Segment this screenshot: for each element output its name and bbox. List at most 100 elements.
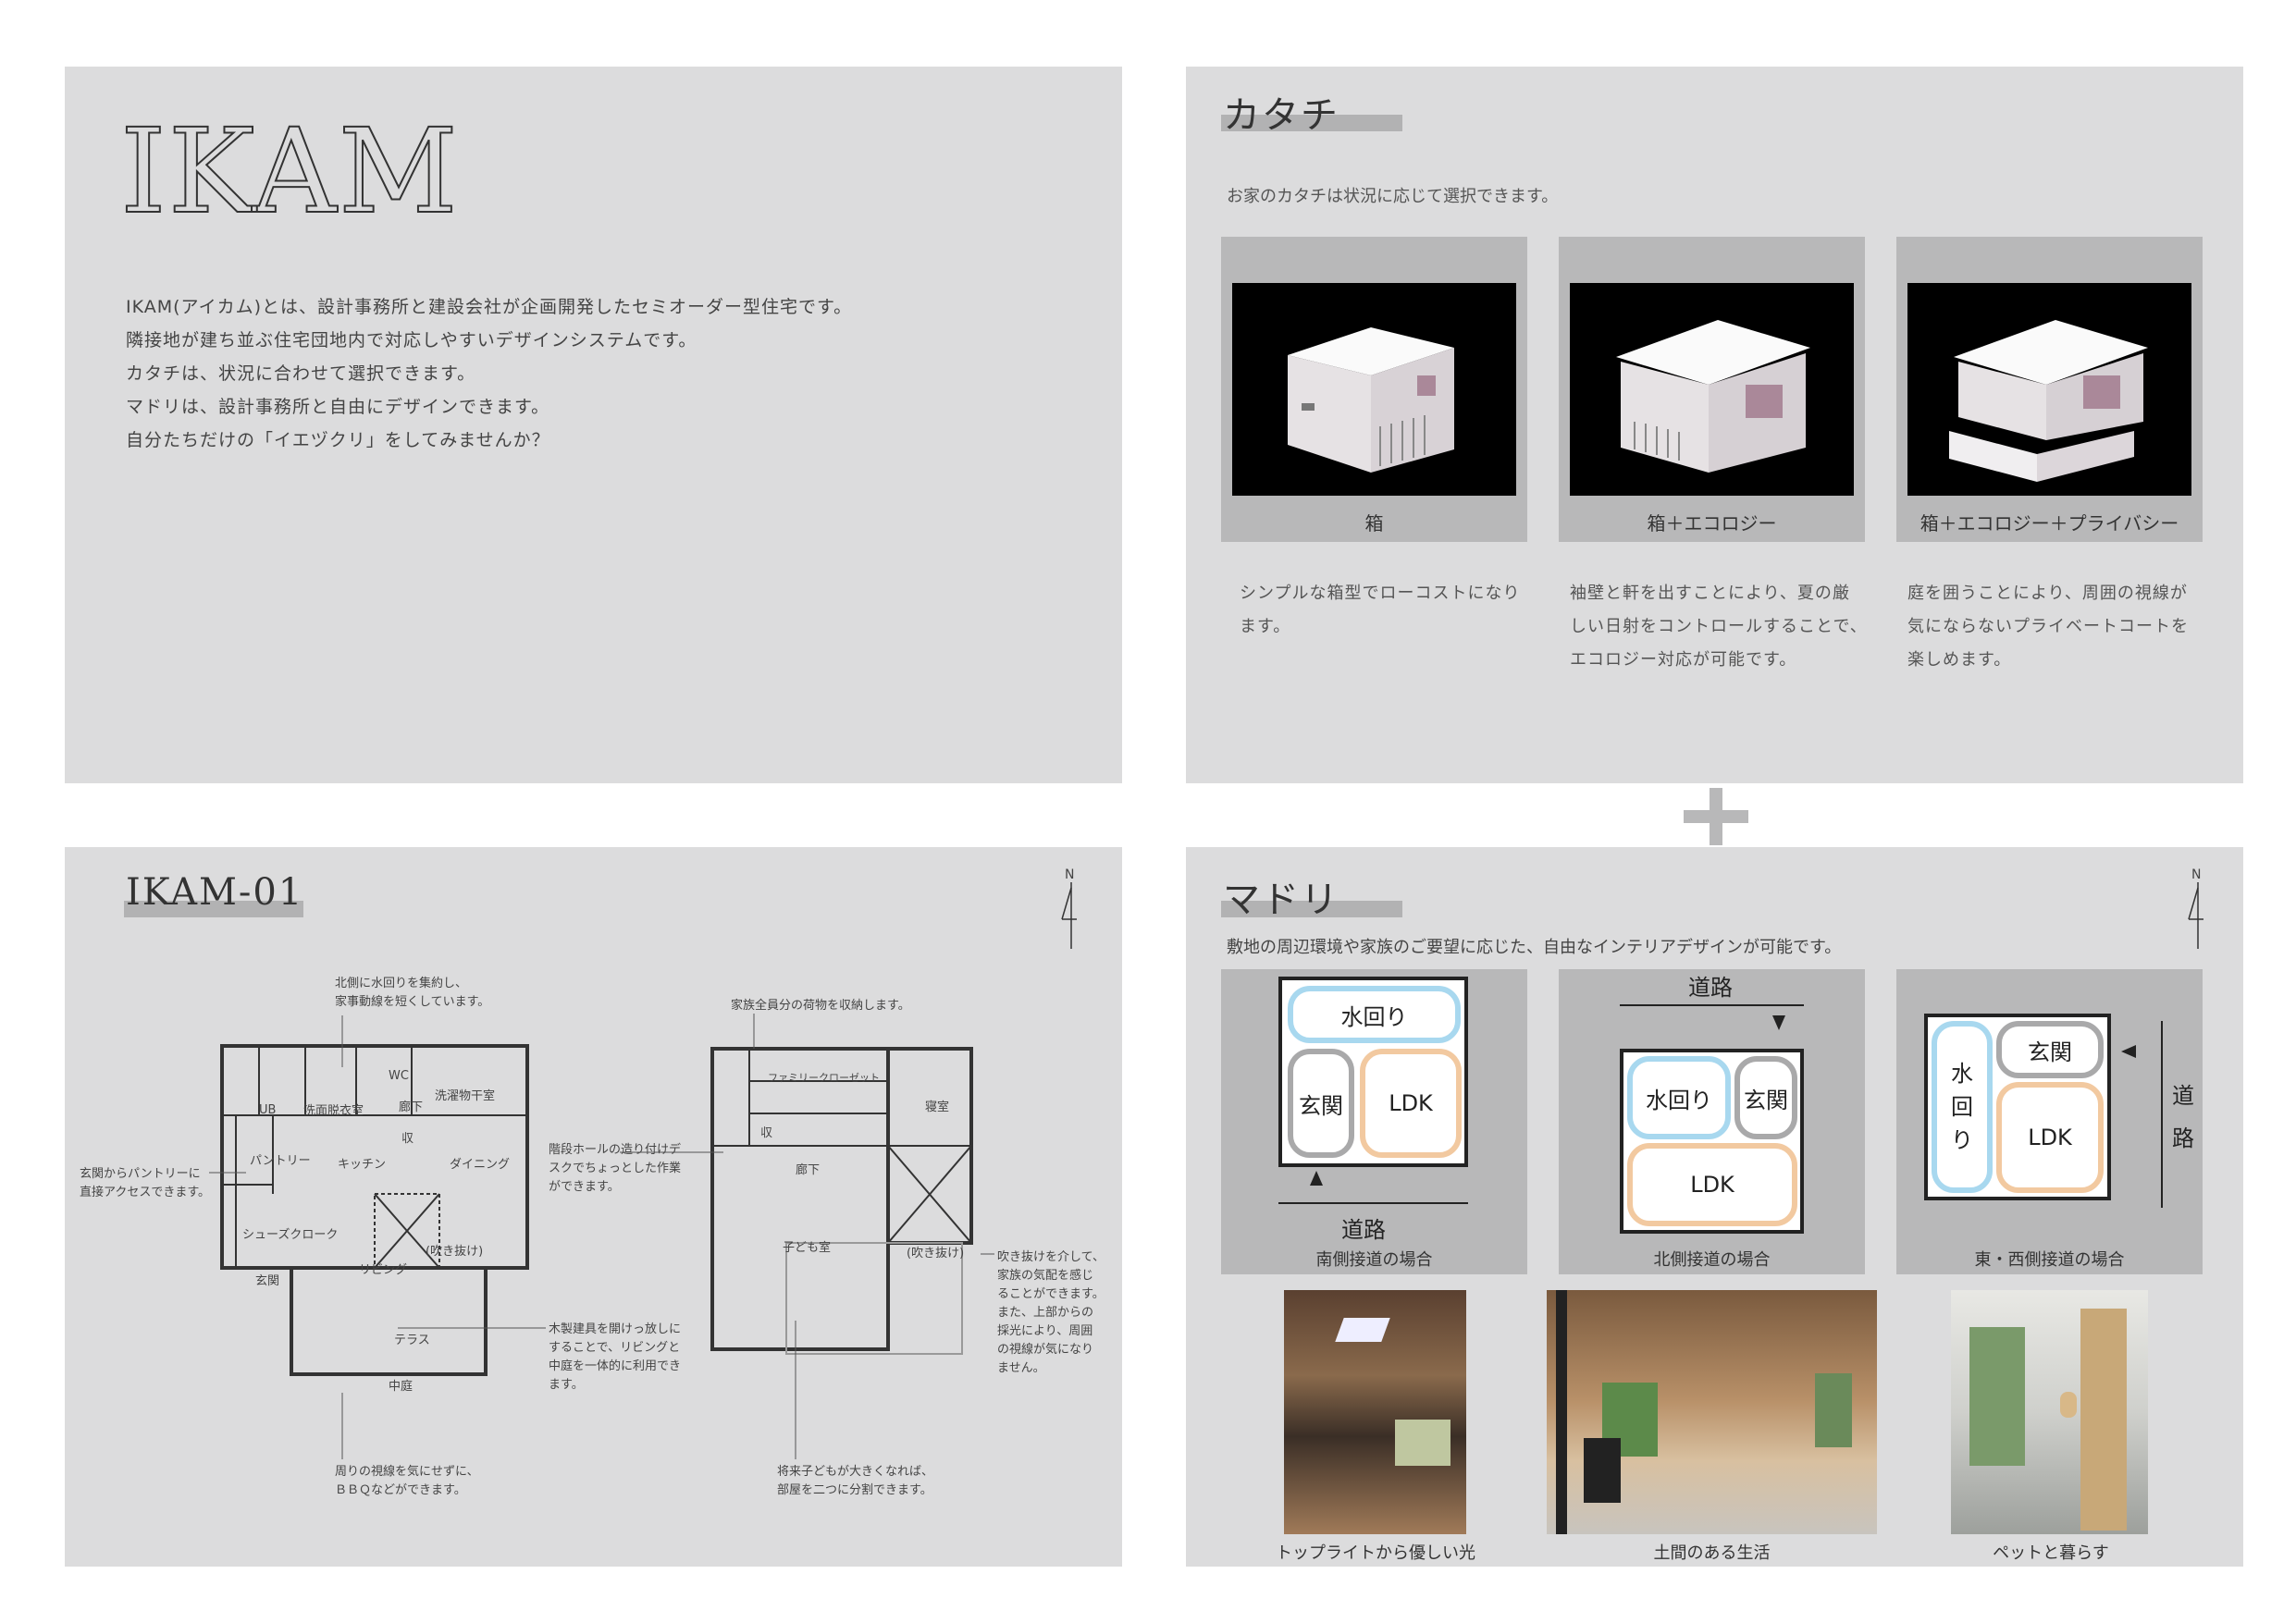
room-label: 玄関: [255, 1274, 280, 1288]
north-arrow-icon: [2188, 882, 2203, 949]
photo-caption: 土間のある生活: [1653, 1543, 1771, 1563]
room-label: 廊下: [796, 1163, 821, 1177]
eco-model-photo: [1570, 283, 1854, 496]
intro-panel: IKAM IKAM(アイカム)とは、設計事務所と建設会社が企画開発したセミオーダ…: [65, 67, 1122, 783]
desc-line: 袖壁と軒を出すことにより、夏の厳: [1570, 584, 1850, 603]
room-label: 寝室: [925, 1100, 950, 1114]
room-label: 収: [760, 1126, 773, 1140]
water-char: り: [1951, 1127, 1973, 1153]
katachi-card-eco: 箱＋エコロジー: [1559, 237, 1865, 542]
room-label: UB: [259, 1103, 277, 1117]
ikam-logo: IKAM: [119, 103, 460, 240]
water-char: 回: [1951, 1094, 1973, 1120]
katachi-desc: 庭を囲うことにより、周囲の視線が 気にならないプライベートコートを 楽しめます。: [1907, 577, 2189, 677]
room-label: キッチン: [338, 1158, 387, 1172]
katachi-caption: 箱: [1364, 512, 1384, 535]
road-arrow-icon: [2121, 1045, 2136, 1058]
room-label: 収: [401, 1132, 414, 1146]
room-label: ダイニング: [450, 1158, 511, 1172]
photo-caption: トップライトから優しい光: [1276, 1543, 1475, 1563]
road-label-vertical: 道 路: [2172, 1075, 2194, 1160]
katachi-card-box: 箱: [1221, 237, 1527, 542]
desc-line: エコロジー対応が可能です。: [1570, 650, 1797, 670]
madori-panel: マドリ 敷地の周辺環境や家族のご要望に応じた、自由なインテリアデザインが可能です…: [1186, 847, 2243, 1567]
plan-note: 家族全員分の荷物を収納します。: [731, 999, 910, 1013]
intro-line: カタチは、状況に合わせて選択できます。: [126, 363, 476, 384]
plan-note: 玄関からパントリーに 直接アクセスできます。: [80, 1167, 211, 1199]
plan-note: 木製建具を開けっ放しに することで、リビングと 中庭を一体的に利用でき ます。: [549, 1322, 682, 1392]
room-label: 洗濯物干室: [435, 1089, 496, 1103]
room-label: テラス: [394, 1334, 430, 1347]
desc-line: 気にならないプライベートコートを: [1907, 617, 2189, 636]
room-label: ファミリークローゼット: [768, 1072, 880, 1084]
room-label: (吹き抜け): [426, 1245, 484, 1259]
katachi-caption: 箱＋エコロジー＋プライバシー: [1920, 512, 2179, 535]
plan-note: 吹き抜けを介して、 家族の気配を感じ ることができます。 また、上部からの 採光…: [997, 1250, 1105, 1375]
north-arrow-icon: [1061, 882, 1077, 949]
desc-line: シンプルな箱型でローコストになり: [1240, 584, 1521, 603]
road-arrow-icon: [1772, 1015, 1785, 1030]
water-char: 水: [1951, 1061, 1973, 1087]
katachi-panel: カタチ お家のカタチは状況に応じて選択できます。 箱 シンプルな箱型でローコスト…: [1186, 67, 2243, 783]
katachi-desc: 袖壁と軒を出すことにより、夏の厳 しい日射をコントロールすることで、 エコロジー…: [1570, 577, 1868, 677]
desc-line: 庭を囲うことにより、周囲の視線が: [1907, 584, 2188, 603]
plan-note: 将来子どもが大きくなれば、 部屋を二つに分割できます。: [777, 1465, 934, 1497]
intro-line: 自分たちだけの「イエヅクリ」をしてみませんか？: [126, 430, 550, 450]
water-room: 水 回 り: [1932, 1021, 1993, 1193]
desc-line: ます。: [1240, 617, 1291, 636]
photo-caption: ペットと暮らす: [1993, 1543, 2109, 1563]
katachi-title: カタチ: [1223, 94, 1339, 137]
plan-panel: IKAM-01 N UB 洗面脱衣室 WC 洗濯物干室 廊下 パントリー キッチ…: [65, 847, 1122, 1567]
desc-line: しい日射をコントロールすることで、: [1570, 617, 1868, 636]
ldk-room: LDK: [1360, 1049, 1462, 1158]
road-line: [1278, 1202, 1468, 1204]
entrance-room: 玄関: [1734, 1056, 1797, 1139]
road-char: 路: [2172, 1125, 2194, 1151]
interior-photo-toplight: [1284, 1290, 1466, 1534]
katachi-caption: 箱＋エコロジー: [1647, 512, 1777, 535]
north-label: N: [1065, 867, 1075, 882]
title-underline: [1221, 901, 1402, 917]
interior-photo-pet: [1951, 1290, 2148, 1534]
intro-text: IKAM(アイカム)とは、設計事務所と建設会社が企画開発したセミオーダー型住宅で…: [126, 290, 852, 457]
plan-title: IKAM-01: [126, 871, 304, 914]
ldk-room: LDK: [1627, 1143, 1797, 1226]
entrance-room: 玄関: [1288, 1049, 1354, 1158]
road-char: 道: [2172, 1083, 2194, 1109]
annotation-leaders: [209, 1014, 994, 1459]
floor-plan-1f: [220, 1044, 529, 1376]
diagram-caption: 北側接道の場合: [1653, 1250, 1771, 1270]
katachi-subtitle: お家のカタチは状況に応じて選択できます。: [1227, 187, 1559, 206]
desc-line: 楽しめます。: [1907, 650, 2012, 670]
room-label: 中庭: [389, 1380, 414, 1394]
intro-line: 隣接地が建ち並ぶ住宅団地内で対応しやすいデザインシステムです。: [126, 330, 697, 350]
eco-model-image: [1616, 320, 1810, 473]
privacy-model-image: [1949, 320, 2148, 482]
road-line: [1620, 1004, 1804, 1006]
madori-diagram-south: 水回り 玄関 LDK 道路 南側接道の場合: [1221, 969, 1527, 1274]
plan-note: 階段ホールの造り付けデ スクでちょっとした作業 ができます。: [549, 1143, 682, 1194]
plan-note: 北側に水回りを集約し、 家事動線を短くしています。: [335, 977, 490, 1009]
road-label: 道路: [1688, 975, 1733, 1001]
room-label: パントリー: [250, 1154, 311, 1168]
box-model-image: [1288, 327, 1454, 473]
floor-plan-2f: [710, 1047, 973, 1355]
road-arrow-icon: [1310, 1171, 1323, 1186]
diagram-caption: 東・西側接道の場合: [1974, 1250, 2125, 1270]
title-underline: [1221, 115, 1402, 131]
madori-subtitle: 敷地の周辺環境や家族のご要望に応じた、自由なインテリアデザインが可能です。: [1227, 938, 1842, 957]
katachi-desc: シンプルな箱型でローコストになり ます。: [1240, 577, 1520, 644]
diagram-caption: 南側接道の場合: [1315, 1250, 1433, 1270]
room-label: 子ども室: [783, 1241, 832, 1255]
entrance-room: 玄関: [1996, 1021, 2104, 1078]
room-label: 廊下: [399, 1100, 424, 1114]
water-room: 水回り: [1627, 1056, 1731, 1139]
room-label: WC: [389, 1069, 409, 1083]
intro-line: マドリは、設計事務所と自由にデザインできます。: [126, 397, 550, 417]
road-line: [2161, 1021, 2163, 1208]
madori-diagram-eastwest: 水 回 り 玄関 LDK 道 路 東・西側接道の場合: [1896, 969, 2203, 1274]
interior-photo-doma: [1547, 1290, 1877, 1534]
plus-sign-icon: [1684, 788, 1748, 845]
room-label: (吹き抜け): [907, 1247, 965, 1260]
room-label: リビング: [359, 1263, 408, 1277]
